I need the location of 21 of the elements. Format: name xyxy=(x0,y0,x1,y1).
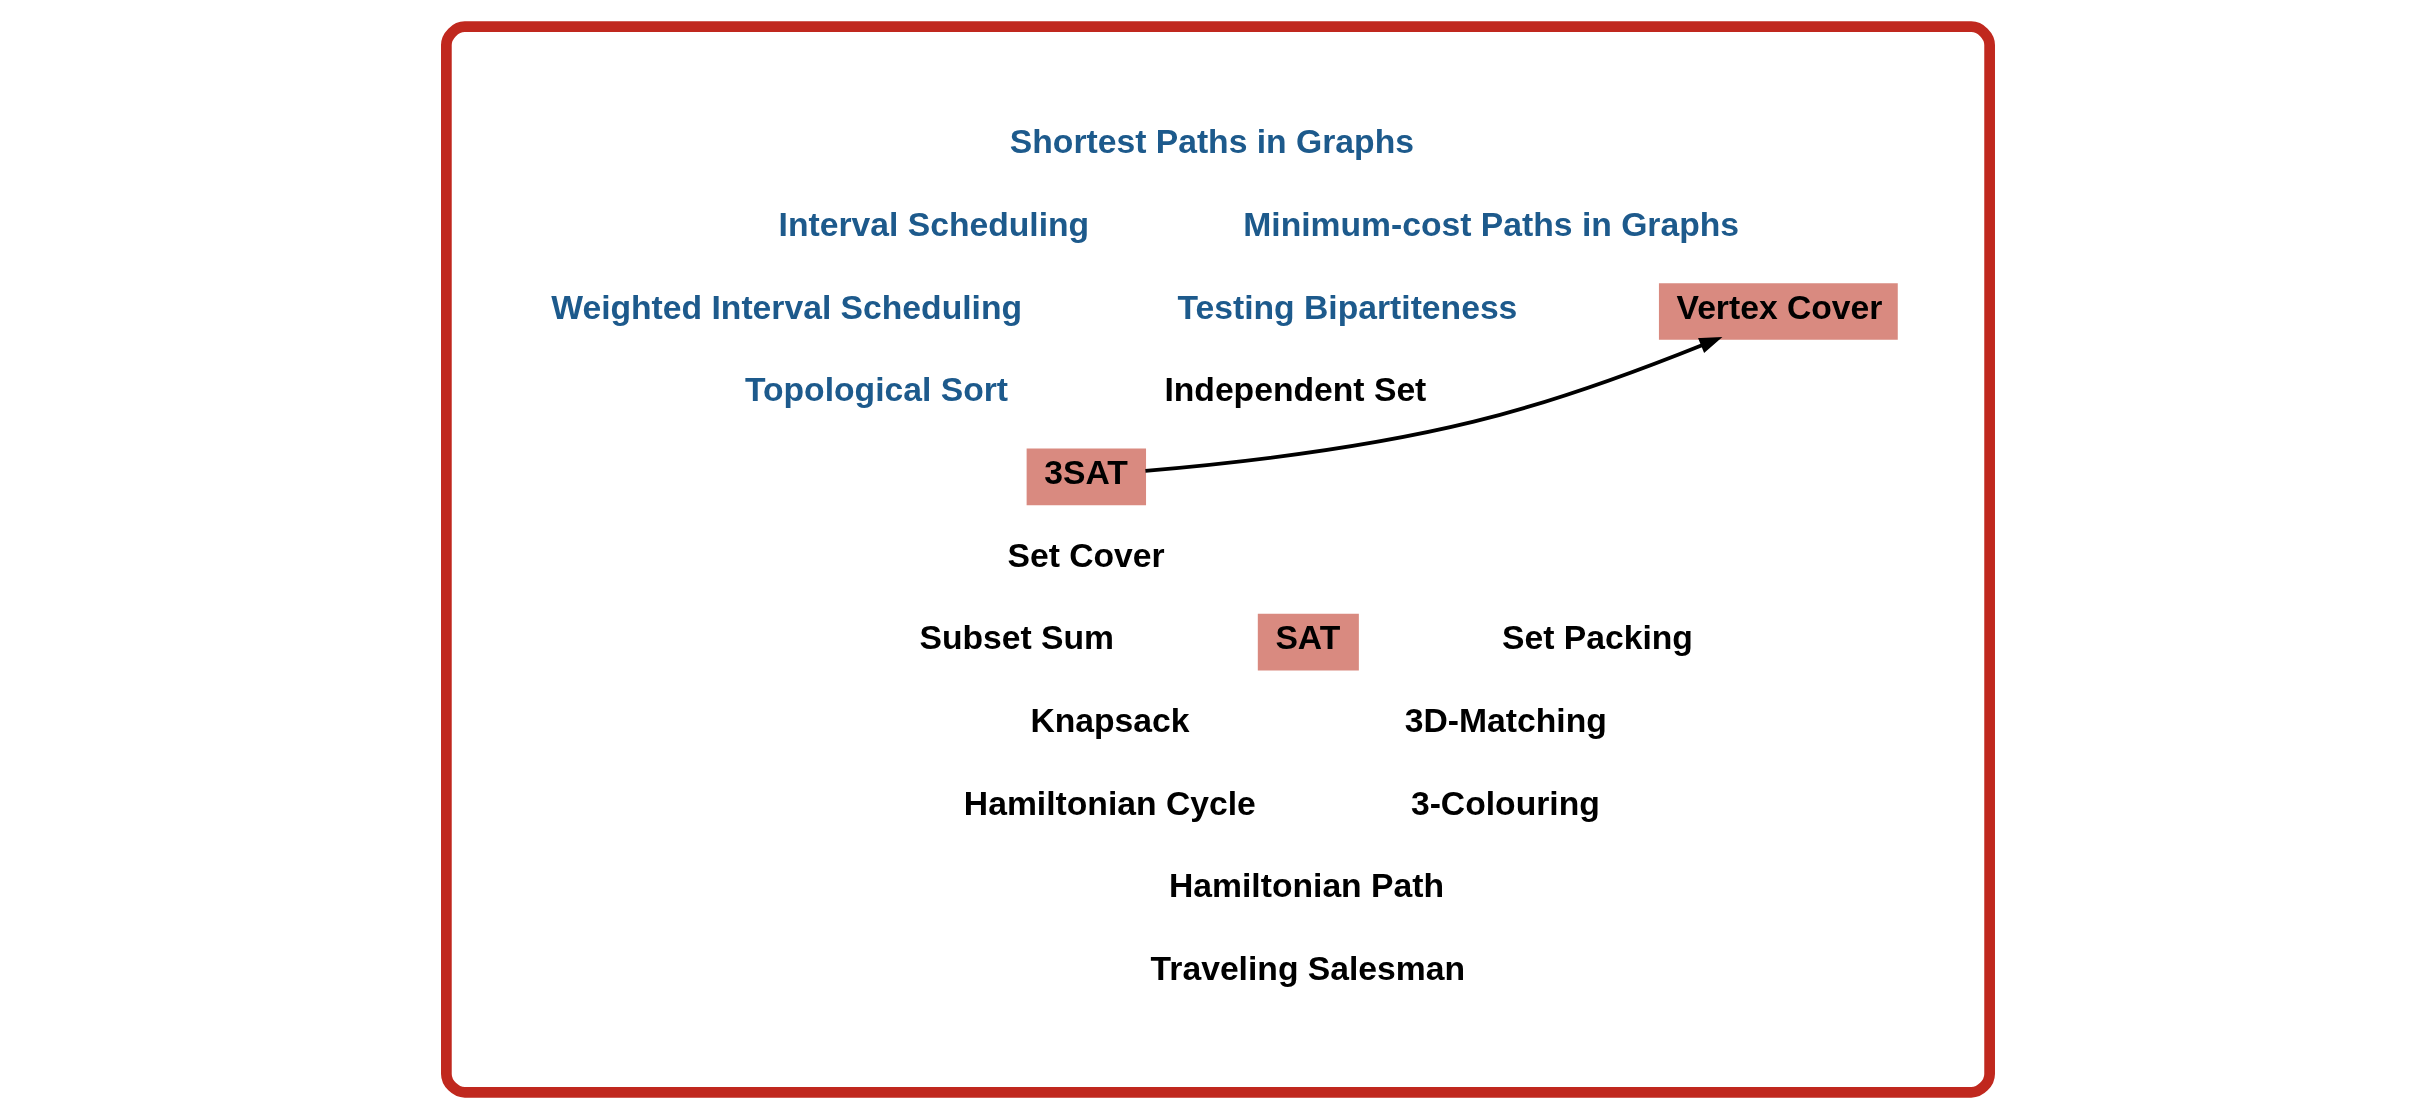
label: Set Packing xyxy=(1501,619,1693,657)
label: 3D-Matching xyxy=(1404,701,1607,739)
label: Traveling Salesman xyxy=(1150,949,1465,987)
label: Minimum-cost Paths in Graphs xyxy=(1242,205,1739,243)
label: Weighted Interval Scheduling xyxy=(550,288,1022,326)
label: Shortest Paths in Graphs xyxy=(1009,123,1414,161)
label: Subset Sum xyxy=(918,619,1114,657)
label: 3-Colouring xyxy=(1410,784,1600,822)
node-box: 3SAT xyxy=(1026,448,1146,506)
node-box: SAT xyxy=(1257,613,1359,671)
label: Testing Bipartiteness xyxy=(1176,288,1517,326)
cluster xyxy=(440,21,1995,1098)
label: Knapsack xyxy=(1029,701,1190,739)
label: Topological Sort xyxy=(744,371,1008,409)
arrow xyxy=(1144,336,1722,473)
node-box: Vertex Cover xyxy=(1658,283,1898,340)
label: Interval Scheduling xyxy=(778,205,1089,243)
label: Hamiltonian Path xyxy=(1168,867,1444,905)
label: Independent Set xyxy=(1163,371,1426,409)
label: Set Cover xyxy=(1006,536,1165,574)
label: Hamiltonian Cycle xyxy=(963,784,1256,822)
